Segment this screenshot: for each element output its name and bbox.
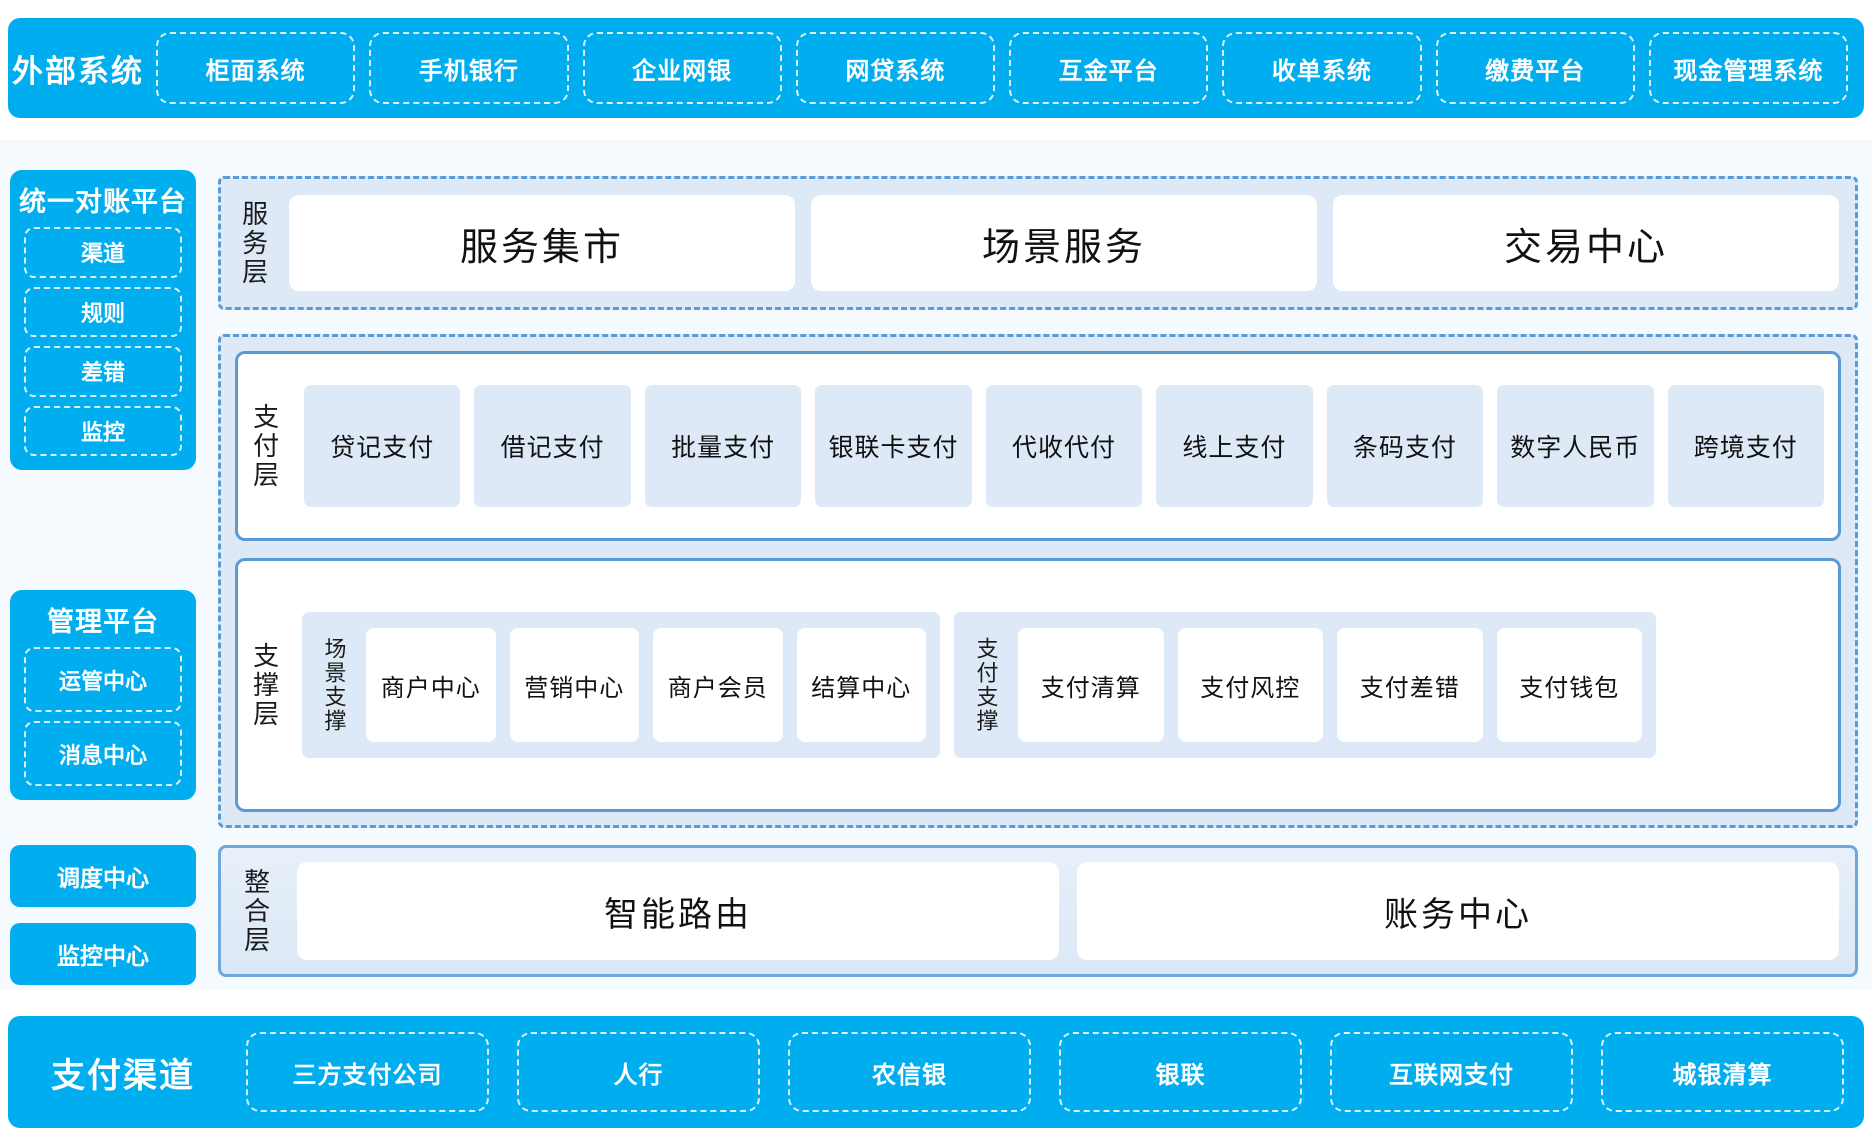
sidebar-reconciliation-platform: 统一对账平台 渠道 规则 差错 监控 [10, 170, 196, 470]
service-card-scenario[interactable]: 场景服务 [811, 195, 1317, 291]
payment-item-online[interactable]: 线上支付 [1156, 385, 1313, 507]
payment-item-barcode[interactable]: 条码支付 [1326, 385, 1484, 507]
payment-channel-pboc[interactable]: 人行 [517, 1032, 760, 1112]
sidebar-management-platform: 管理平台 运管中心 消息中心 [10, 590, 196, 800]
external-system-item[interactable]: 收单系统 [1222, 32, 1422, 104]
sidebar-item-rule[interactable]: 规则 [24, 286, 182, 337]
sidebar-management-items: 运管中心 消息中心 [24, 647, 182, 786]
sidebar-reconciliation-items: 渠道 规则 差错 监控 [24, 227, 182, 456]
external-systems-bar: 外部系统 柜面系统 手机银行 企业网银 网贷系统 互金平台 收单系统 缴费平台 … [8, 18, 1864, 118]
payment-channel-third-party[interactable]: 三方支付公司 [246, 1032, 489, 1112]
service-card-marketplace[interactable]: 服务集市 [289, 195, 795, 291]
payment-channels-items: 三方支付公司 人行 农信银 银联 互联网支付 城银清算 [238, 1016, 1864, 1128]
payment-item-cross-border[interactable]: 跨境支付 [1667, 385, 1824, 507]
integration-card-smart-routing[interactable]: 智能路由 [297, 862, 1059, 960]
service-layer-inner: 服务层 服务集市 场景服务 交易中心 [221, 179, 1855, 307]
support-card-marketing-center[interactable]: 营销中心 [509, 628, 639, 742]
support-card-payment-clearing[interactable]: 支付清算 [1018, 628, 1164, 742]
external-system-item[interactable]: 互金平台 [1009, 32, 1209, 104]
payment-layer-items: 贷记支付 借记支付 批量支付 银联卡支付 代收代付 线上支付 条码支付 数字人民… [290, 354, 1838, 538]
external-systems-title: 外部系统 [12, 53, 144, 89]
payment-channels-title: 支付渠道 [51, 1056, 195, 1095]
payment-channel-ccsc[interactable]: 城银清算 [1601, 1032, 1844, 1112]
external-system-item[interactable]: 现金管理系统 [1648, 32, 1848, 104]
support-group-payment: 支付支撑 支付清算 支付风控 支付差错 支付钱包 [954, 612, 1656, 758]
sidebar-item-error[interactable]: 差错 [24, 346, 182, 397]
integration-layer-label: 整合层 [240, 867, 271, 955]
support-card-merchant-center[interactable]: 商户中心 [366, 628, 496, 742]
external-system-item[interactable]: 缴费平台 [1435, 32, 1635, 104]
support-card-payment-riskctrl[interactable]: 支付风控 [1177, 628, 1323, 742]
support-layer-groups: 场景支撑 商户中心 营销中心 商户会员 结算中心 支付支撑 支付清算 支付风控 … [290, 561, 1838, 809]
support-card-merchant-member[interactable]: 商户会员 [653, 628, 783, 742]
support-group-scenario-label: 场景支撑 [321, 637, 347, 733]
payment-item-batch[interactable]: 批量支付 [644, 385, 802, 507]
support-card-payment-wallet[interactable]: 支付钱包 [1496, 628, 1642, 742]
support-layer-panel: 支撑层 场景支撑 商户中心 营销中心 商户会员 结算中心 支付支撑 支付清算 支… [235, 558, 1841, 812]
payment-item-unionpay-card[interactable]: 银联卡支付 [815, 385, 972, 507]
external-system-item[interactable]: 网贷系统 [795, 32, 995, 104]
external-systems-items: 柜面系统 手机银行 企业网银 网贷系统 互金平台 收单系统 缴费平台 现金管理系… [148, 18, 1864, 118]
payment-layer-panel: 支付层 贷记支付 借记支付 批量支付 银联卡支付 代收代付 线上支付 条码支付 … [235, 351, 1841, 541]
sidebar-item-operations-center[interactable]: 运管中心 [24, 647, 182, 712]
integration-card-accounting[interactable]: 账务中心 [1077, 862, 1839, 960]
service-layer-label: 服务层 [238, 199, 269, 287]
payment-item-credit[interactable]: 贷记支付 [304, 385, 461, 507]
payment-item-debit[interactable]: 借记支付 [474, 385, 631, 507]
payment-channel-internet-pay[interactable]: 互联网支付 [1330, 1032, 1573, 1112]
external-system-item[interactable]: 企业网银 [582, 32, 782, 104]
support-group-payment-label: 支付支撑 [973, 637, 999, 733]
sidebar-item-channel[interactable]: 渠道 [24, 227, 182, 278]
support-card-payment-error[interactable]: 支付差错 [1337, 628, 1483, 742]
sidebar-item-monitoring-center[interactable]: 监控中心 [10, 923, 196, 985]
payment-channel-unionpay[interactable]: 银联 [1059, 1032, 1302, 1112]
payment-layer-label: 支付层 [249, 402, 280, 490]
service-card-transaction[interactable]: 交易中心 [1333, 195, 1839, 291]
payment-item-collect-pay[interactable]: 代收代付 [985, 385, 1143, 507]
support-layer-label: 支撑层 [249, 641, 280, 729]
sidebar-item-scheduling-center[interactable]: 调度中心 [10, 845, 196, 907]
external-system-item[interactable]: 手机银行 [369, 32, 569, 104]
sidebar-management-title: 管理平台 [47, 607, 159, 637]
payment-channels-bar: 支付渠道 三方支付公司 人行 农信银 银联 互联网支付 城银清算 [8, 1016, 1864, 1128]
payment-item-digital-rmb[interactable]: 数字人民币 [1497, 385, 1654, 507]
service-layer-region: 服务层 服务集市 场景服务 交易中心 [218, 176, 1858, 310]
sidebar-reconciliation-title: 统一对账平台 [19, 187, 187, 217]
external-system-item[interactable]: 柜面系统 [156, 32, 356, 104]
integration-layer-region: 整合层 智能路由 账务中心 [218, 845, 1858, 977]
support-group-scenario: 场景支撑 商户中心 营销中心 商户会员 结算中心 [302, 612, 940, 758]
sidebar-item-message-center[interactable]: 消息中心 [24, 721, 182, 786]
sidebar-item-monitor[interactable]: 监控 [24, 405, 182, 456]
payment-channel-rcc[interactable]: 农信银 [788, 1032, 1031, 1112]
support-card-settlement-center[interactable]: 结算中心 [796, 628, 926, 742]
